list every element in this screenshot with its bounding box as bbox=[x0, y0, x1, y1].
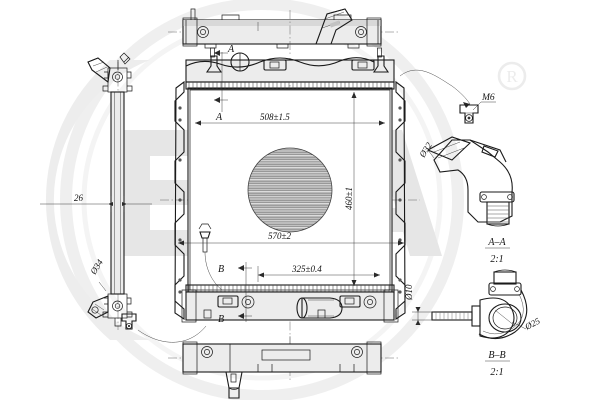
section-marker-b: B B bbox=[218, 262, 252, 325]
registered-trademark-icon: R bbox=[497, 61, 527, 91]
label-m6-thread: M6 bbox=[481, 93, 495, 103]
top-tank-fittings bbox=[205, 47, 390, 73]
section-aa-scale: 2:1 bbox=[490, 254, 503, 265]
section-aa-title: A–A bbox=[487, 237, 506, 248]
bottom-tank-view bbox=[168, 336, 400, 399]
bottom-tank-fittings bbox=[203, 295, 377, 319]
section-bb-view: Ø10 Ø25 B–B 2:1 bbox=[404, 269, 542, 378]
bottom-outlet-spout bbox=[225, 371, 243, 399]
dim-460: 460±1 bbox=[344, 92, 357, 286]
core-fin-detail-circle bbox=[247, 147, 333, 233]
dim-core-width: 508±1.5 bbox=[260, 112, 290, 122]
drain-plug bbox=[198, 223, 223, 291]
dim-overall-height: 460±1 bbox=[344, 187, 354, 210]
dim-dia25: Ø25 bbox=[511, 315, 542, 332]
dim-dia10: Ø10 bbox=[404, 284, 434, 325]
top-tank-view bbox=[168, 8, 400, 54]
left-side-view: 26 Ø34 bbox=[40, 52, 152, 330]
section-marker-a: A A bbox=[214, 44, 235, 123]
dim-570: 570±2 bbox=[178, 231, 404, 246]
dim-lower-offset: 325±0.4 bbox=[291, 264, 322, 274]
side-outlet-port bbox=[87, 295, 109, 319]
svg-text:R: R bbox=[506, 67, 518, 86]
section-a-bottom-label: A bbox=[215, 112, 223, 123]
dim-pin-dia: Ø10 bbox=[404, 284, 414, 301]
section-a-top-label: A bbox=[227, 44, 235, 55]
section-b-bottom-label: B bbox=[218, 314, 224, 325]
clip-detail-bottom-left bbox=[121, 313, 207, 343]
m6-clip-detail: M6 bbox=[399, 69, 496, 124]
dim-26: 26 bbox=[40, 193, 152, 212]
section-b-top-label: B bbox=[218, 264, 224, 275]
section-bb-title: B–B bbox=[488, 350, 505, 361]
dim-325: 325±0.4 bbox=[257, 264, 380, 282]
top-filler-neck bbox=[315, 8, 353, 45]
front-elevation-view: A A B B 508±1.5 570±2 bbox=[160, 44, 420, 352]
section-bb-scale: 2:1 bbox=[490, 367, 503, 378]
side-inlet-port bbox=[87, 57, 111, 83]
dim-overall-width: 570±2 bbox=[268, 231, 291, 241]
section-aa-view: Ø32 A–A 2:1 bbox=[417, 136, 515, 265]
dim-508: 508±1.5 bbox=[195, 112, 385, 126]
dim-side-depth: 26 bbox=[74, 193, 84, 203]
